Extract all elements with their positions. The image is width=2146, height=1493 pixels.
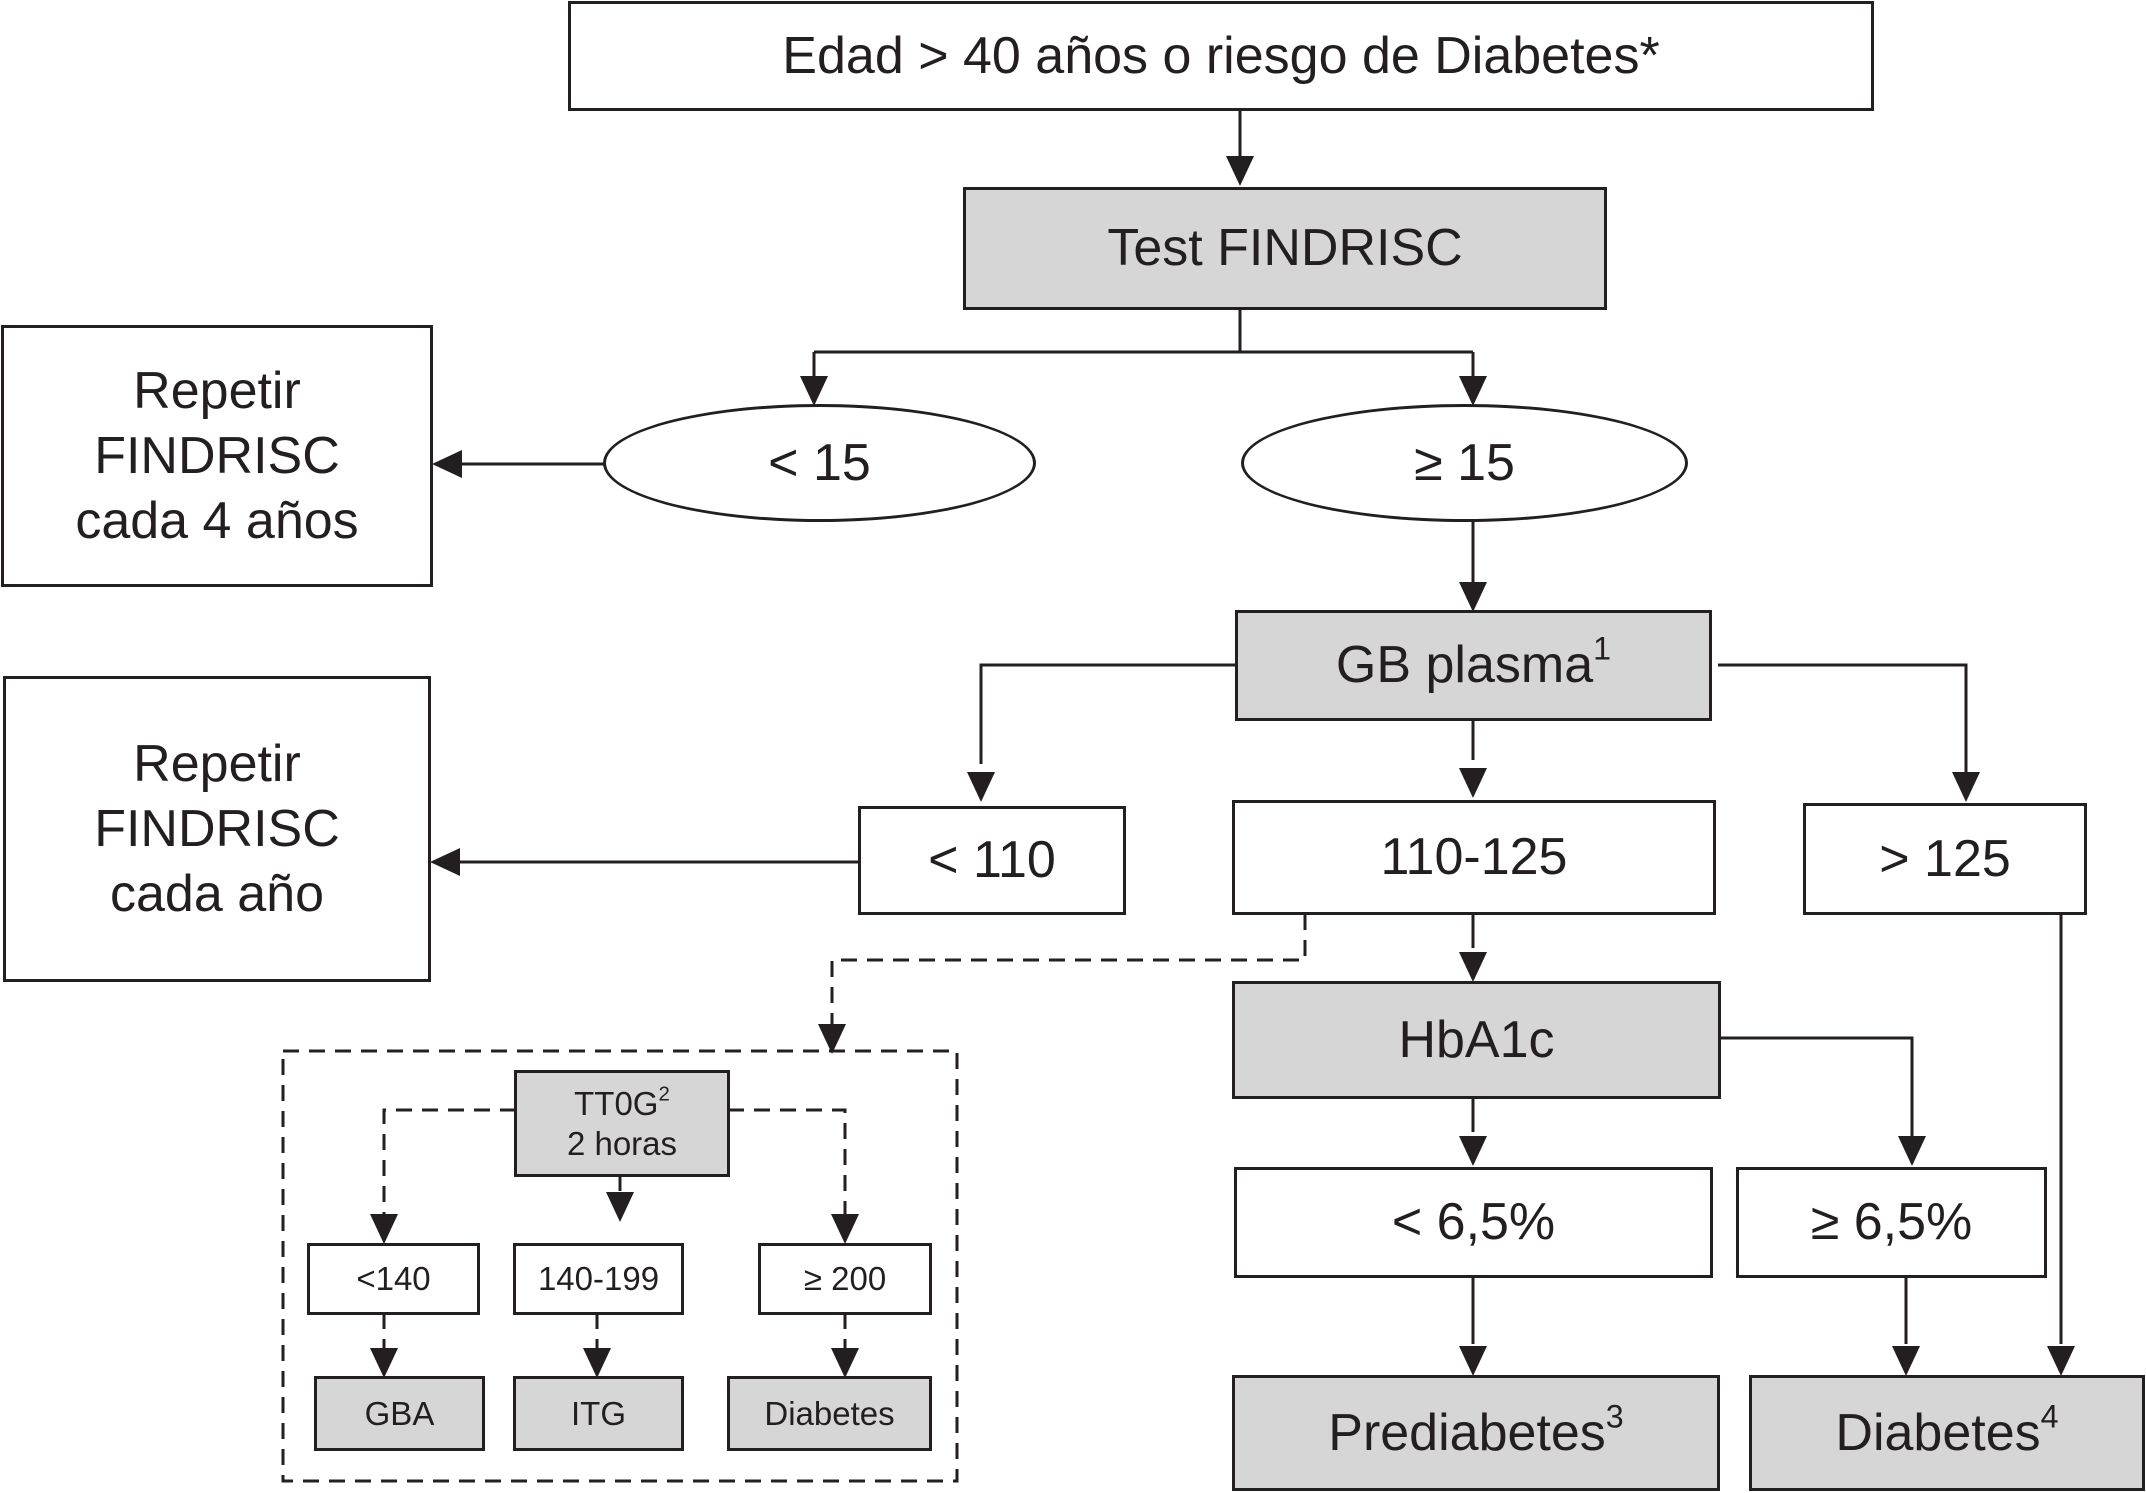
- ogtt-140-199-node: 140-199: [513, 1243, 684, 1315]
- gba-node: GBA: [314, 1376, 485, 1451]
- footnote-4: 4: [2040, 1397, 2059, 1434]
- arrowhead: [818, 1024, 846, 1054]
- ogtt-140-199-label: 140-199: [537, 1260, 660, 1298]
- arrowhead: [1459, 1346, 1487, 1376]
- arrowhead: [583, 1348, 611, 1378]
- footnote-2: 2: [658, 1082, 670, 1106]
- edge-gb-left: [979, 663, 1236, 764]
- prediabetes-text: Prediabetes3: [1328, 1397, 1624, 1466]
- score-below-15-label: < 15: [768, 433, 871, 492]
- diabetes-small-node: Diabetes: [727, 1376, 932, 1451]
- arrowhead: [1459, 376, 1487, 406]
- arrowhead: [1952, 772, 1980, 802]
- hba1c-label: HbA1c: [1398, 1010, 1555, 1069]
- ogtt-node: TT0G2 2 horas: [514, 1070, 730, 1177]
- score-below-15-node: < 15: [603, 404, 1036, 522]
- ogtt-duration: 2 horas: [566, 1124, 678, 1162]
- hba1c-6-5-or-more-label: ≥ 6,5%: [1810, 1193, 1973, 1251]
- repeat-4-line-3: cada 4 años: [75, 491, 359, 550]
- edge-mid-ttog: [830, 914, 1307, 1027]
- edge-test-split: [812, 309, 1475, 378]
- score-15-or-more-label: ≥ 15: [1414, 433, 1515, 492]
- ogtt-label: TT0G: [574, 1084, 659, 1122]
- ogtt-below-140-label: <140: [356, 1260, 431, 1298]
- ogtt-text: TT0G2: [574, 1084, 670, 1124]
- glucose-above-125-node: > 125: [1803, 803, 2087, 915]
- diabetes-small-label: Diabetes: [764, 1394, 895, 1432]
- repeat-4-line-2: FINDRISC: [94, 426, 340, 485]
- edge-gb-right: [1718, 663, 1968, 774]
- plasma-glucose-text: GB plasma1: [1335, 630, 1612, 698]
- repeat-1-line-1: Repetir: [133, 734, 301, 793]
- plasma-glucose-node: GB plasma1: [1235, 610, 1712, 721]
- arrowhead: [430, 848, 460, 876]
- arrowhead: [1226, 156, 1254, 186]
- arrowhead: [1459, 1136, 1487, 1166]
- repeat-every-year-node: Repetir FINDRISC cada año: [3, 676, 431, 982]
- arrowhead: [1898, 1136, 1926, 1166]
- prediabetes-node: Prediabetes3: [1232, 1375, 1720, 1491]
- findrisc-test-label: Test FINDRISC: [1107, 219, 1463, 277]
- arrowhead: [2047, 1346, 2075, 1376]
- glucose-below-110-label: < 110: [928, 831, 1056, 889]
- arrowhead: [1459, 582, 1487, 612]
- edge-hba1c-ge65: [1718, 1036, 1914, 1138]
- itg-label: ITG: [571, 1394, 626, 1432]
- start-label: Edad > 40 años o riesgo de Diabetes*: [782, 26, 1660, 85]
- ogtt-200-or-more-node: ≥ 200: [758, 1243, 932, 1315]
- hba1c-below-6-5-node: < 6,5%: [1234, 1167, 1713, 1278]
- repeat-every-4-years-node: Repetir FINDRISC cada 4 años: [1, 325, 433, 587]
- plasma-glucose-label: GB plasma: [1335, 636, 1594, 694]
- score-15-or-more-node: ≥ 15: [1241, 404, 1688, 522]
- itg-node: ITG: [513, 1376, 684, 1451]
- arrowhead: [1459, 768, 1487, 798]
- glucose-110-125-label: 110-125: [1380, 828, 1568, 886]
- prediabetes-label: Prediabetes: [1328, 1403, 1606, 1462]
- hba1c-node: HbA1c: [1232, 981, 1721, 1099]
- diabetes-text: Diabetes4: [1835, 1397, 2059, 1466]
- findrisc-test-node: Test FINDRISC: [963, 187, 1607, 310]
- hba1c-6-5-or-more-node: ≥ 6,5%: [1736, 1167, 2047, 1278]
- ogtt-200-or-more-label: ≥ 200: [803, 1260, 887, 1298]
- diabetes-node: Diabetes4: [1749, 1375, 2145, 1491]
- arrowhead: [831, 1348, 859, 1378]
- gba-label: GBA: [364, 1394, 435, 1432]
- arrowhead: [370, 1348, 398, 1378]
- arrowhead: [831, 1214, 859, 1244]
- glucose-110-125-node: 110-125: [1232, 800, 1716, 915]
- arrowhead: [370, 1214, 398, 1244]
- repeat-4-line-1: Repetir: [133, 361, 301, 420]
- arrowhead: [800, 376, 828, 406]
- ogtt-below-140-node: <140: [307, 1243, 480, 1315]
- glucose-below-110-node: < 110: [858, 806, 1126, 915]
- diabetes-label: Diabetes: [1835, 1403, 2041, 1462]
- repeat-1-line-3: cada año: [110, 864, 324, 923]
- edge-ttog-left: [382, 1108, 516, 1217]
- arrowhead: [1459, 952, 1487, 982]
- arrowhead: [606, 1192, 634, 1222]
- arrowhead: [432, 450, 462, 478]
- arrowhead: [967, 772, 995, 802]
- arrowhead: [1892, 1346, 1920, 1376]
- footnote-1: 1: [1593, 630, 1612, 667]
- hba1c-below-6-5-label: < 6,5%: [1391, 1193, 1556, 1251]
- start-node: Edad > 40 años o riesgo de Diabetes*: [568, 1, 1874, 111]
- footnote-3: 3: [1605, 1397, 1624, 1434]
- ttog-dashed-frame: [281, 1049, 959, 1483]
- glucose-above-125-label: > 125: [1879, 829, 2011, 888]
- edge-ttog-right: [728, 1108, 847, 1217]
- repeat-1-line-2: FINDRISC: [94, 799, 340, 858]
